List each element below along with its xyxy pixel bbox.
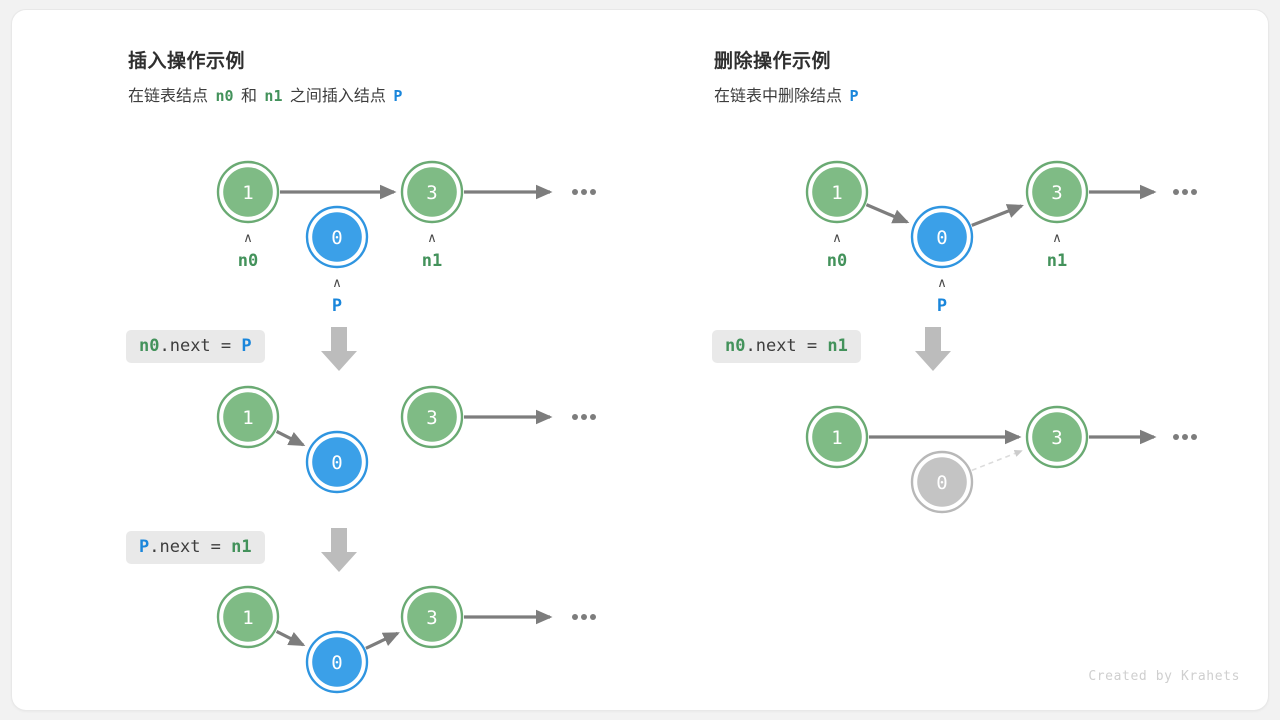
node-value: 0 <box>331 227 342 249</box>
code-token: .next = <box>159 336 242 356</box>
edge-arrow <box>275 430 306 447</box>
node-value: 1 <box>831 182 842 204</box>
ellipsis-dot-icon <box>1182 189 1188 195</box>
node-value: 3 <box>426 607 437 629</box>
edge-arrow <box>865 203 910 224</box>
pointer-caret-icon: ∧ <box>243 231 253 246</box>
node-pointer-label: n0 <box>238 251 258 271</box>
list-node: 3 <box>400 585 464 649</box>
list-node: 1 <box>216 160 280 224</box>
code-token: n0 <box>139 336 160 356</box>
ellipsis-dot-icon <box>572 189 578 195</box>
subtitle-token: P <box>849 87 859 105</box>
list-node: 0 <box>305 430 369 494</box>
code-token: n0 <box>725 336 746 356</box>
ellipsis-dot-icon <box>581 189 587 195</box>
pointer-caret-icon: ∧ <box>427 231 437 246</box>
node-value: 1 <box>242 182 253 204</box>
step-down-arrow-icon <box>317 524 361 576</box>
delete-row-initial: 1 ∧ n0 0 ∧ P 3 ∧ n1 <box>706 155 1206 335</box>
panel-title-delete: 删除操作示例 <box>714 51 832 72</box>
node-value: 3 <box>426 407 437 429</box>
node-value: 1 <box>242 607 253 629</box>
node-value: 1 <box>831 427 842 449</box>
ellipsis-dot-icon <box>572 614 578 620</box>
code-token: n1 <box>827 336 848 356</box>
node-value: 0 <box>331 452 342 474</box>
list-node: 1 <box>805 160 869 224</box>
ellipsis-dot-icon <box>581 614 587 620</box>
list-node: 1 <box>805 405 869 469</box>
list-node: 1 <box>216 585 280 649</box>
code-statement-chip: P.next = n1 <box>126 531 265 564</box>
ellipsis-dot-icon <box>590 414 596 420</box>
subtitle-token: n0 <box>215 87 234 105</box>
node-value: 3 <box>1051 182 1062 204</box>
edge-arrow <box>971 450 1023 472</box>
list-node: 3 <box>400 160 464 224</box>
pointer-caret-icon: ∧ <box>332 276 342 291</box>
code-statement-chip: n0.next = P <box>126 330 265 363</box>
ellipsis-dot-icon <box>1173 189 1179 195</box>
ellipsis-dot-icon <box>590 189 596 195</box>
edge-arrow <box>365 631 400 650</box>
list-node: 0 <box>305 630 369 694</box>
code-statement-chip: n0.next = n1 <box>712 330 861 363</box>
subtitle-token: P <box>393 87 403 105</box>
node-value: 0 <box>936 472 947 494</box>
edge-arrow <box>971 204 1024 227</box>
node-value: 1 <box>242 407 253 429</box>
list-node: 1 <box>216 385 280 449</box>
subtitle-token: n1 <box>264 87 283 105</box>
list-node: 3 <box>1025 405 1089 469</box>
node-pointer-label: n1 <box>1047 251 1067 271</box>
step-down-arrow-icon <box>911 323 955 375</box>
node-pointer-label: n1 <box>422 251 442 271</box>
list-node: 0 <box>910 450 974 514</box>
code-token: .next = <box>745 336 828 356</box>
code-token: P <box>241 336 252 356</box>
ellipsis-dot-icon <box>1191 434 1197 440</box>
pointer-caret-icon: ∧ <box>937 276 947 291</box>
list-node: 0 <box>910 205 974 269</box>
list-node: 3 <box>1025 160 1089 224</box>
edge-arrow <box>275 630 306 647</box>
subtitle-token: 之间插入结点 <box>285 88 391 105</box>
code-token: .next = <box>149 537 232 557</box>
node-value: 0 <box>331 652 342 674</box>
ellipsis-dot-icon <box>1173 434 1179 440</box>
node-value: 3 <box>1051 427 1062 449</box>
node-value: 3 <box>426 182 437 204</box>
subtitle-token: 和 <box>236 88 262 105</box>
subtitle-token: 在链表中删除结点 <box>714 88 847 105</box>
panel-delete: 删除操作示例在链表中删除结点 P 1 ∧ n0 0 ∧ P 3 ∧ n1 1 0 3 n0.next = … <box>706 10 1266 710</box>
code-token: P <box>139 537 150 557</box>
panel-subtitle-delete: 在链表中删除结点 P <box>714 82 861 106</box>
panel-subtitle-insert: 在链表结点 n0 和 n1 之间插入结点 P <box>128 82 405 106</box>
list-node: 0 <box>305 205 369 269</box>
ellipsis-dot-icon <box>1191 189 1197 195</box>
pointer-caret-icon: ∧ <box>832 231 842 246</box>
subtitle-token: 在链表结点 <box>128 88 213 105</box>
node-pointer-label: P <box>332 296 342 316</box>
insert-row-after-step1: 1 0 3 <box>120 380 620 560</box>
code-token: n1 <box>231 537 252 557</box>
step-down-arrow-icon <box>317 323 361 375</box>
node-pointer-label: n0 <box>827 251 847 271</box>
pointer-caret-icon: ∧ <box>1052 231 1062 246</box>
insert-row-after-step2: 1 0 3 <box>120 580 620 710</box>
panel-title-insert: 插入操作示例 <box>128 51 246 72</box>
node-value: 0 <box>936 227 947 249</box>
node-pointer-label: P <box>937 296 947 316</box>
insert-row-initial: 1 ∧ n0 0 ∧ P 3 ∧ n1 <box>120 155 620 335</box>
credit-text: Created by Krahets <box>1088 669 1240 684</box>
list-node: 3 <box>400 385 464 449</box>
delete-row-final: 1 0 3 <box>706 400 1206 580</box>
ellipsis-dot-icon <box>581 414 587 420</box>
ellipsis-dot-icon <box>590 614 596 620</box>
ellipsis-dot-icon <box>1182 434 1188 440</box>
ellipsis-dot-icon <box>572 414 578 420</box>
